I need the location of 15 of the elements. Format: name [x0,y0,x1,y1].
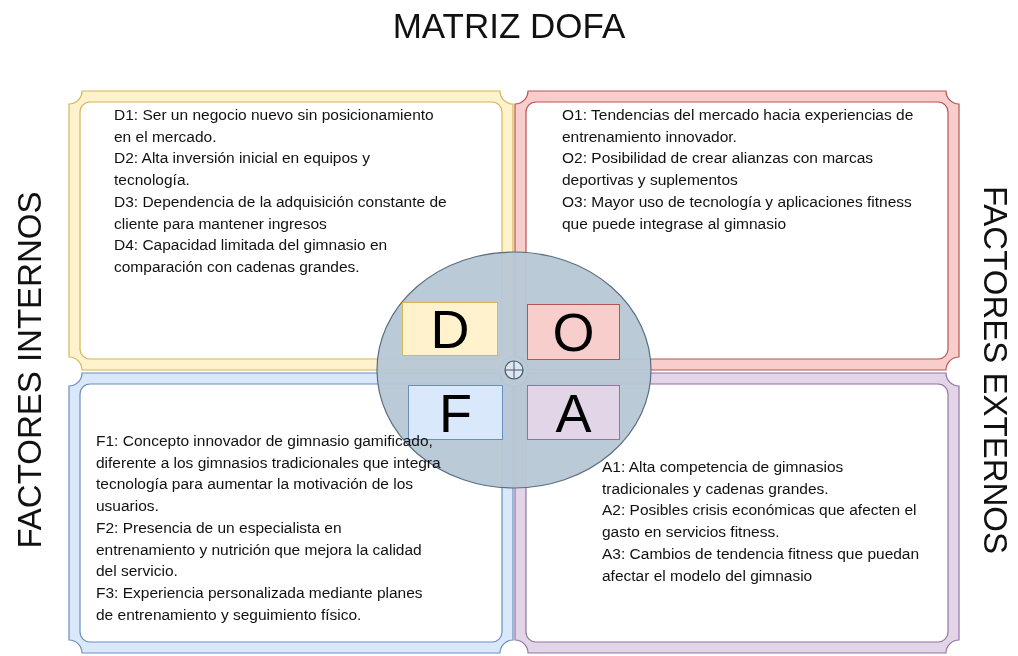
list-item: D2: Alta inversión inicial en equipos y tecnología. [114,148,371,191]
list-item: A3: Cambios de tendencia fitness que puedan afectar el modelo del gimnasio [602,543,921,586]
list-item: D3: Dependencia de la adquisición constante de cliente para mantener ingresos [114,191,448,234]
list-item: O2: Posibilidad de crear alianzas con marcas deportivas y suplementos [562,148,874,191]
side-label: FACTORES INTERNOS [11,191,49,549]
list-item: F2: Presencia de un especialista en entrenamiento y nutrición que mejora la calidad del servicio. [96,517,423,582]
list-item: A1: Alta competencia de gimnasios tradicionales y cadenas grandes. [602,457,845,499]
list-item: D1: Ser un negocio nuevo sin posicionamiento en el mercado. [114,105,435,147]
list-item: O1: Tendencias del mercado hacia experiencias de entrenamiento innovador. [562,105,915,147]
list-item: A2: Posibles crisis económicas que afecten el gasto en servicios fitness. [602,500,918,543]
side-label: FACTORES EXTERNOS [976,186,1014,554]
title: MATRIZ DOFA [391,6,627,46]
list-item: F3: Experiencia personalizada mediante planes de entrenamiento y seguimiento físico. [96,582,424,625]
list-item: D4: Capacidad limitada del gimnasio en comparación con cadenas grandes. [114,235,389,277]
list-item: O3: Mayor uso de tecnología y aplicaciones fitness que puede integrase al gimnasio [562,191,913,234]
